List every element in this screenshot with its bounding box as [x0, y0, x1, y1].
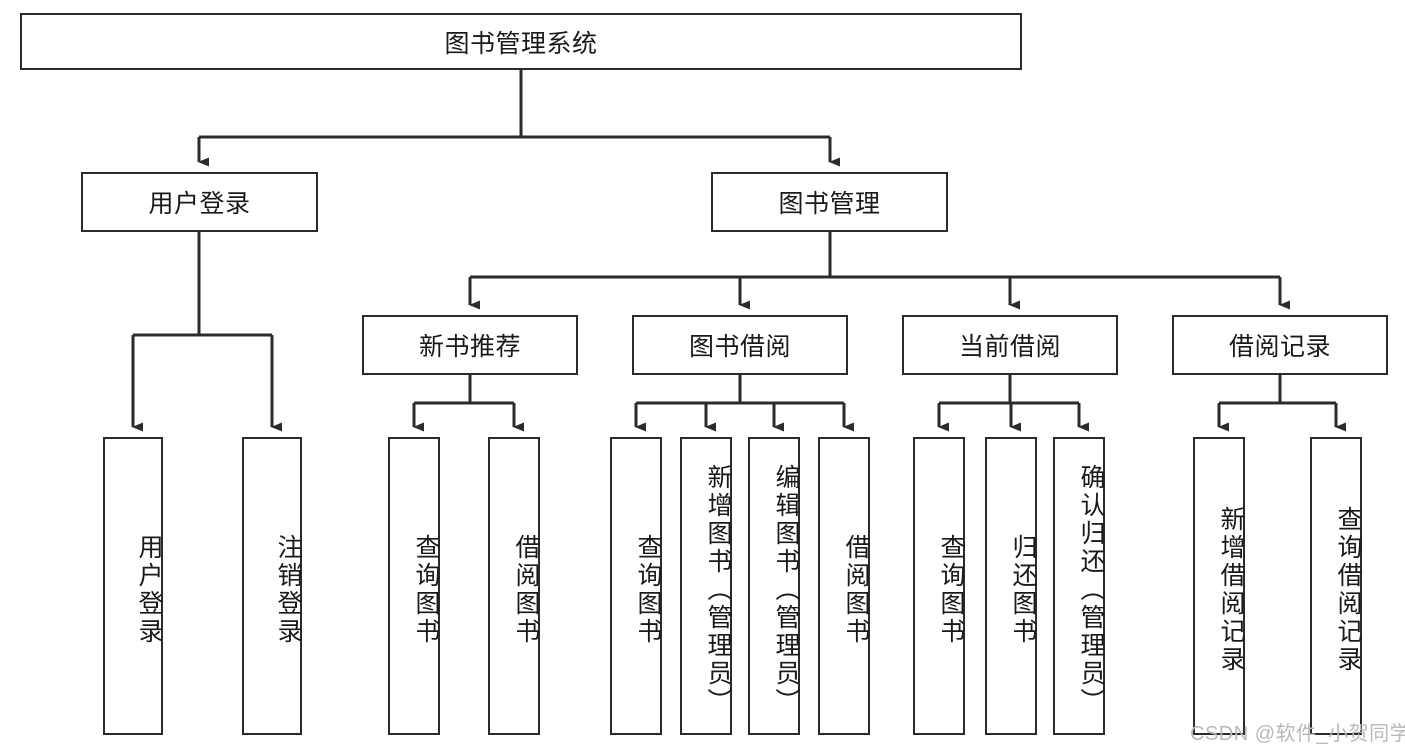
node-bb-query-book-label: 查询图书 — [634, 534, 662, 646]
node-current-borrow[interactable]: 当前借阅 — [902, 315, 1118, 375]
node-nb-borrow-book-label: 借阅图书 — [512, 534, 540, 646]
node-leaf-user-logout-label: 注销登录 — [274, 534, 302, 646]
node-root-label: 图书管理系统 — [444, 29, 598, 58]
node-cb-confirm-return[interactable]: 确认归还（管理员） — [1053, 437, 1105, 735]
node-borrow-record-label: 借阅记录 — [1228, 333, 1331, 361]
node-current-borrow-label: 当前借阅 — [958, 333, 1061, 361]
node-bb-edit-book-label: 编辑图书（管理员） — [772, 464, 800, 716]
node-bb-add-book-label: 新增图书（管理员） — [704, 464, 732, 716]
node-root[interactable]: 图书管理系统 — [20, 13, 1022, 70]
node-br-add-record[interactable]: 新增借阅记录 — [1193, 437, 1245, 735]
node-user-login-label: 用户登录 — [148, 190, 251, 218]
node-br-add-record-label: 新增借阅记录 — [1217, 506, 1245, 674]
node-bb-edit-book[interactable]: 编辑图书（管理员） — [748, 437, 800, 735]
node-leaf-user-logout[interactable]: 注销登录 — [242, 437, 302, 735]
node-leaf-user-login[interactable]: 用户登录 — [103, 437, 163, 735]
node-cb-query-book[interactable]: 查询图书 — [913, 437, 965, 735]
node-nb-query-book[interactable]: 查询图书 — [388, 437, 440, 735]
node-leaf-user-login-label: 用户登录 — [135, 534, 163, 646]
node-bb-query-book[interactable]: 查询图书 — [610, 437, 662, 735]
node-book-manage[interactable]: 图书管理 — [711, 172, 948, 232]
node-br-query-record[interactable]: 查询借阅记录 — [1310, 437, 1362, 735]
node-book-manage-label: 图书管理 — [778, 190, 881, 218]
node-cb-return-book[interactable]: 归还图书 — [985, 437, 1037, 735]
watermark: CSDN @软件_小贺同学 — [1190, 723, 1405, 745]
node-user-login[interactable]: 用户登录 — [81, 172, 318, 232]
node-new-book-recommend[interactable]: 新书推荐 — [362, 315, 578, 375]
node-new-book-recommend-label: 新书推荐 — [418, 333, 521, 361]
node-bb-borrow-book-label: 借阅图书 — [842, 534, 870, 646]
node-book-borrow-label: 图书借阅 — [688, 333, 791, 361]
node-cb-confirm-return-label: 确认归还（管理员） — [1077, 464, 1105, 716]
node-nb-borrow-book[interactable]: 借阅图书 — [488, 437, 540, 735]
node-cb-return-book-label: 归还图书 — [1009, 534, 1037, 646]
node-book-borrow[interactable]: 图书借阅 — [632, 315, 848, 375]
node-bb-add-book[interactable]: 新增图书（管理员） — [680, 437, 732, 735]
node-nb-query-book-label: 查询图书 — [412, 534, 440, 646]
node-br-query-record-label: 查询借阅记录 — [1334, 506, 1362, 674]
node-cb-query-book-label: 查询图书 — [937, 534, 965, 646]
node-bb-borrow-book[interactable]: 借阅图书 — [818, 437, 870, 735]
node-borrow-record[interactable]: 借阅记录 — [1172, 315, 1388, 375]
